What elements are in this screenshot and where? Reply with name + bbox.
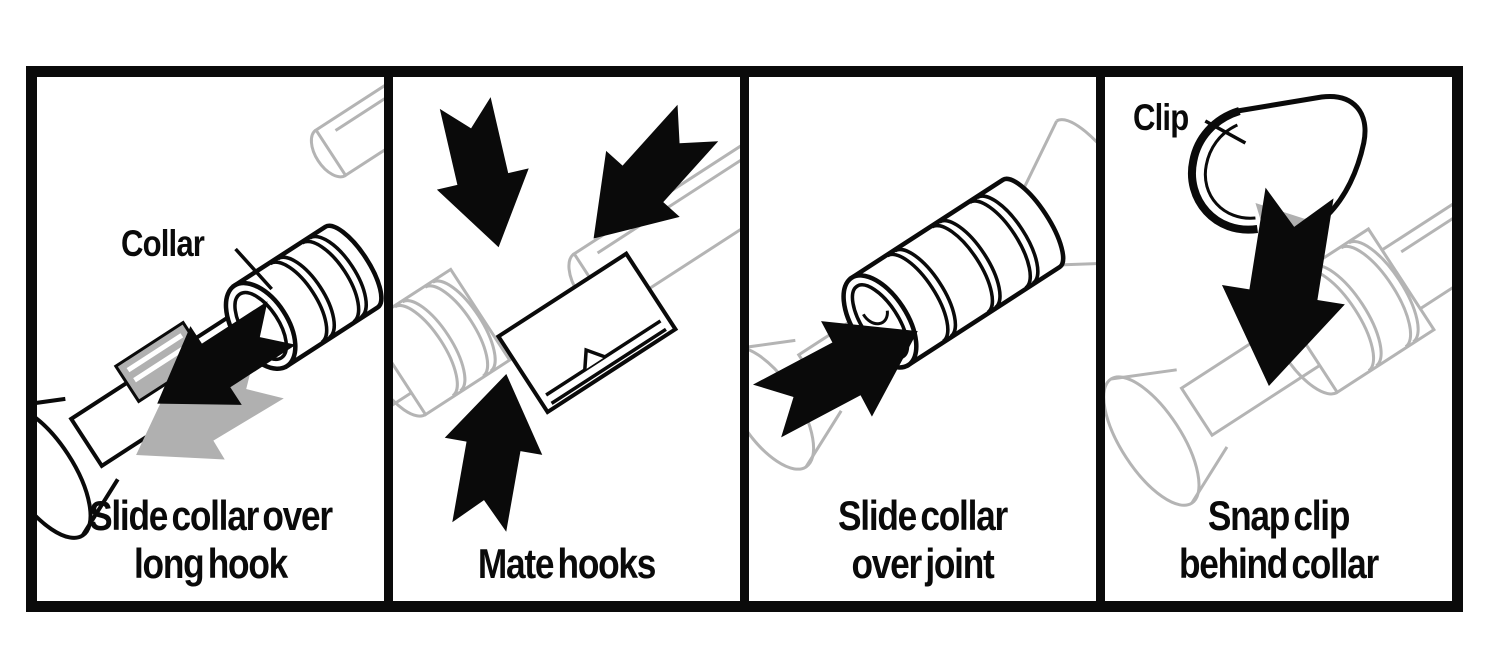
caption-line-1: Slide collar: [838, 491, 1008, 539]
clip-leader-line: [1204, 119, 1247, 145]
panel-step-4: Clip Snap clip behind collar: [1105, 77, 1452, 601]
slide-arrow-icon: [157, 301, 296, 405]
step-2-caption: Mate hooks: [421, 540, 712, 589]
panel-step-2: Mate hooks: [393, 77, 740, 601]
left-tube-art: [393, 267, 512, 512]
collar-callout-label: Collar: [121, 223, 205, 264]
press-arrow-bottom-icon: [444, 373, 543, 532]
hooks-joint-art: [495, 250, 679, 415]
caption-line-2: behind collar: [1179, 540, 1379, 588]
step-2-art: [393, 97, 740, 532]
caption-line-1: Slide collar over: [89, 491, 333, 539]
step-4-art: [1105, 94, 1452, 507]
clip-callout-label: Clip: [1133, 97, 1189, 138]
press-arrow-top-right-icon: [593, 104, 719, 239]
step-3-art: [749, 118, 1096, 471]
step-4-caption: Snap clip behind collar: [1133, 492, 1424, 589]
snap-arrow-icon: [1221, 187, 1345, 386]
slide-arrow-icon: [752, 321, 918, 438]
press-arrow-top-left-icon: [436, 97, 529, 248]
collar-leader-line: [234, 247, 273, 291]
clip-rim-art: [1188, 107, 1259, 234]
step-1-caption: Slide collar over long hook: [65, 492, 356, 589]
step-1-art: [37, 77, 384, 540]
caption-line-2: over joint: [851, 540, 995, 588]
step-3-caption: Slide collar over joint: [777, 492, 1068, 589]
mating-tube-art: [309, 77, 384, 179]
caption-line-1: Mate hooks: [477, 540, 657, 588]
caption-line-1: Snap clip: [1207, 491, 1351, 539]
clip-art: [1236, 94, 1368, 234]
caption-line-2: long hook: [133, 540, 288, 588]
diagram-frame: Collar Slide collar over long hook: [26, 66, 1463, 612]
panel-step-3: Slide collar over joint: [749, 77, 1096, 601]
panel-step-1: Collar Slide collar over long hook: [37, 77, 384, 601]
